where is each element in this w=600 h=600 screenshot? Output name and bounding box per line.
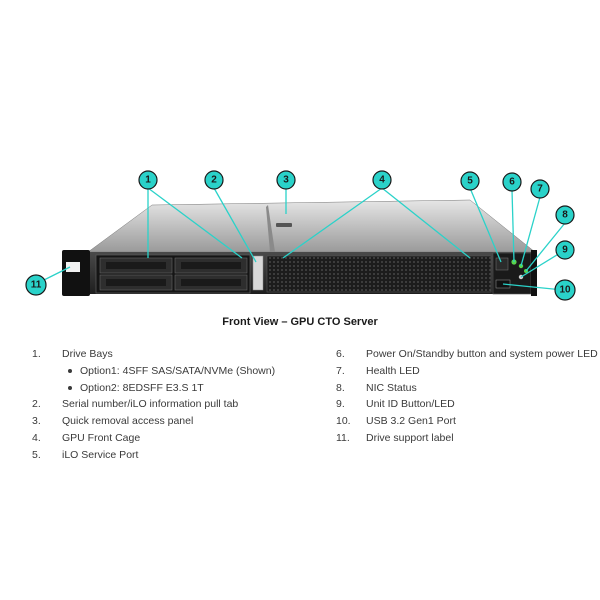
legend-item-text: Drive support label: [366, 431, 454, 444]
drive-support-label-tag: [66, 262, 80, 272]
legend-item-number: 2.: [32, 398, 41, 411]
callout-3-number: 3: [283, 175, 289, 186]
legend-item-text: Option1: 4SFF SAS/SATA/NVMe (Shown): [80, 364, 276, 377]
legend-item-text: Option2: 8EDSFF E3.S 1T: [80, 381, 204, 394]
drive-bay: [99, 274, 173, 291]
legend-item-text: Serial number/iLO information pull tab: [62, 398, 239, 411]
callout-7-number: 7: [537, 184, 543, 195]
legend-sub-item: Option1: 4SFF SAS/SATA/NVMe (Shown): [32, 363, 322, 380]
callout-9-number: 9: [562, 245, 568, 256]
legend-item: 8. NIC Status: [336, 380, 596, 397]
legend-item: 2. Serial number/iLO information pull ta…: [32, 396, 322, 413]
callout-6: 6: [502, 172, 522, 192]
callout-1: 1: [138, 170, 158, 190]
drive-bay: [99, 257, 173, 274]
callout-6-number: 6: [509, 177, 515, 188]
chassis-top-lid: [87, 199, 536, 253]
legend-item: 9. Unit ID Button/LED: [336, 396, 596, 413]
callout-10-number: 10: [559, 285, 571, 296]
ilo-service-port: [495, 257, 509, 271]
legend-item: 3. Quick removal access panel: [32, 413, 322, 430]
diagram-caption: Front View – GPU CTO Server: [222, 316, 378, 328]
callout-5: 5: [460, 171, 480, 191]
legend-item-number: 7.: [336, 364, 345, 377]
server-front-view-diagram: 1 2 3 4 5 6 7 8 9 10 11: [25, 170, 576, 301]
right-rack-ear: [531, 250, 537, 296]
drive-bay: [174, 257, 248, 274]
legend-item-text: GPU Front Cage: [62, 431, 141, 444]
callout-10: 10: [554, 279, 576, 301]
left-legend-list: 1. Drive Bays Option1: 4SFF SAS/SATA/NVM…: [32, 346, 322, 464]
callout-8-number: 8: [562, 210, 568, 221]
legend-item-number: 4.: [32, 431, 41, 444]
legend-item-number: 9.: [336, 398, 345, 411]
legend-item-text: Health LED: [366, 364, 420, 377]
callout-5-number: 5: [467, 176, 473, 187]
top-lid-seam: [266, 205, 275, 252]
legend-item-number: 3.: [32, 415, 41, 428]
legend-sub-item: Option2: 8EDSFF E3.S 1T: [32, 380, 322, 397]
legend-item-number: 11.: [336, 431, 350, 444]
server-chassis: [62, 199, 537, 296]
callout-2-number: 2: [211, 175, 217, 186]
callout-7: 7: [530, 179, 550, 199]
callout-9: 9: [555, 240, 575, 260]
right-legend-list: 6. Power On/Standby button and system po…: [336, 346, 598, 447]
legend-item-number: 10.: [336, 415, 351, 428]
bullet-icon: [68, 386, 72, 391]
drive-bay: [174, 274, 248, 291]
legend-item-text: USB 3.2 Gen1 Port: [366, 415, 456, 428]
serial-pull-tab: [252, 255, 264, 291]
legend-item: 11. Drive support label: [336, 430, 596, 447]
legend-item-number: 1.: [32, 348, 41, 360]
legend-item-text: Power On/Standby button and system power…: [366, 348, 598, 360]
leader-lines: [35, 187, 566, 291]
callout-1-number: 1: [145, 175, 151, 186]
gpu-front-cage: [266, 255, 492, 293]
legend-item-number: 8.: [336, 381, 345, 394]
callout-3: 3: [276, 170, 296, 190]
legend-item-text: iLO Service Port: [62, 448, 139, 461]
legend-item: 4. GPU Front Cage: [32, 430, 322, 447]
legend-item: 1. Drive Bays: [32, 346, 322, 363]
legend-item: 5. iLO Service Port: [32, 447, 322, 464]
legend-item: 7. Health LED: [336, 363, 596, 380]
legend-item-text: Drive Bays: [62, 348, 113, 360]
legend-item-number: 6.: [336, 348, 345, 360]
left-rack-ear: [62, 250, 90, 296]
legend-item-text: NIC Status: [366, 381, 417, 394]
legend-item: 6. Power On/Standby button and system po…: [336, 346, 598, 363]
bullet-icon: [68, 369, 72, 374]
callout-4-number: 4: [379, 175, 385, 186]
callout-2: 2: [204, 170, 224, 190]
callout-11: 11: [25, 274, 47, 296]
quick-release-latch: [276, 223, 292, 227]
callout-4: 4: [372, 170, 392, 190]
callout-11-number: 11: [31, 280, 42, 291]
legend-item: 10. USB 3.2 Gen1 Port: [336, 413, 596, 430]
legend-item-text: Quick removal access panel: [62, 415, 194, 428]
callout-8: 8: [555, 205, 575, 225]
legend-item-number: 5.: [32, 448, 41, 461]
legend-item-text: Unit ID Button/LED: [366, 398, 455, 411]
